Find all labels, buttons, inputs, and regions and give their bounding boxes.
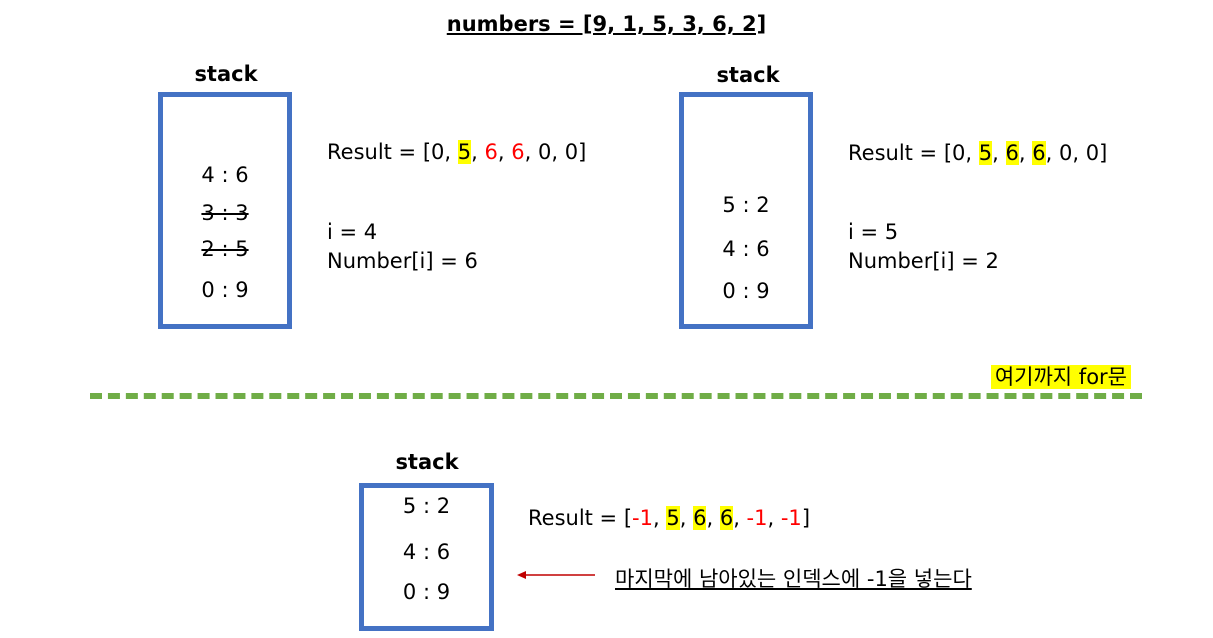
result-item: 6 [511,140,525,164]
stack-entry: 0 : 9 [402,580,451,604]
result-item: 0 [1058,141,1073,165]
result-item: 0 [952,141,966,165]
divider-note: 여기까지 for문 [990,361,1131,391]
result-item: 6 [484,140,498,164]
stack-box-2: 5 : 2 4 : 6 0 : 9 [679,92,813,329]
result-item: 6 [719,506,734,530]
result-line-1: Result = [0, 5, 6, 6, 0, 0] [327,140,587,164]
stack-label-1: stack [194,62,258,86]
stack-entry: 5 : 2 [402,494,451,518]
result-suffix: ] [801,506,811,530]
stack-entry-struck: 2 : 5 [201,237,249,261]
result-line-3: Result = [-1, 5, 6, 6, -1, -1] [528,506,811,530]
stack-entry: 0 : 9 [722,279,770,303]
stack-entry: 4 : 6 [722,237,770,261]
result-item: -1 [780,506,802,530]
page-title: numbers = [9, 1, 5, 3, 6, 2] [446,12,767,36]
number-text-2: Number[i] = 2 [848,249,999,273]
result-prefix: Result = [ [528,506,633,530]
result-item: -1 [746,506,768,530]
stack-entry: 4 : 6 [402,540,451,564]
result-item: 6 [1032,141,1046,165]
result-item: 6 [693,506,707,530]
stack-entry: 5 : 2 [722,193,770,217]
stack-label-2: stack [716,63,780,87]
left-arrow-icon [517,571,595,579]
result-item: 0 [1085,141,1100,165]
stack-label-3: stack [395,450,459,474]
result-item: 5 [978,141,993,165]
dashed-divider [90,393,1142,399]
index-text-2: i = 5 [848,220,899,244]
stack-entry-struck: 3 : 3 [201,201,249,225]
index-text-1: i = 4 [327,220,378,244]
stack-entry: 4 : 6 [201,163,249,187]
number-text-1: Number[i] = 6 [327,249,478,273]
result-item: 0 [431,140,445,164]
result-prefix: Result = [ [327,140,432,164]
result-item: 0 [537,140,552,164]
stack-entry: 0 : 9 [201,278,249,302]
result-item: 5 [666,506,680,530]
result-item: -1 [632,506,653,530]
stack-box-1: 4 : 6 3 : 3 2 : 5 0 : 9 [158,92,292,329]
result-item: 5 [457,140,472,164]
result-line-2: Result = [0, 5, 6, 6, 0, 0] [848,141,1108,165]
stack-box-3: 5 : 2 4 : 6 0 : 9 [359,483,494,631]
result-item: 6 [1005,141,1019,165]
result-suffix: ] [578,140,587,164]
result-suffix: ] [1099,141,1108,165]
result-item: 0 [564,140,579,164]
final-note: 마지막에 남아있는 인덱스에 -1을 넣는다 [615,567,972,591]
result-prefix: Result = [ [848,141,953,165]
